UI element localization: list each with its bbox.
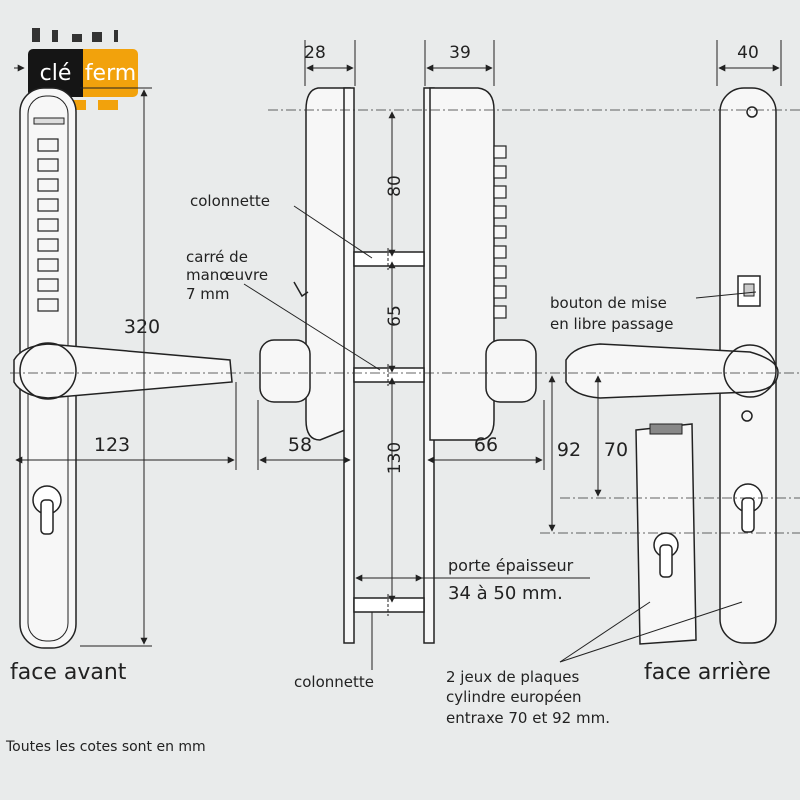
label-plaques-line2: cylindre européen: [446, 688, 582, 706]
label-bouton-line1: bouton de mise: [550, 294, 667, 312]
dim-28: 28: [304, 43, 326, 63]
leader-lines: [243, 205, 757, 670]
front-cylinder-hole: [32, 485, 62, 535]
door-icon: [32, 28, 40, 42]
dim-123: 123: [94, 434, 130, 456]
label-bouton-line2: en libre passage: [550, 315, 673, 333]
label-porte-line1: porte épaisseur: [448, 556, 574, 575]
garage-icon: [98, 100, 118, 110]
dim-130: 130: [385, 442, 405, 474]
label-plaques-line1: 2 jeux de plaques: [446, 668, 580, 686]
shield-icon: [92, 32, 102, 42]
label-face-arriere: face arrière: [644, 660, 771, 685]
keypad-header: [33, 117, 65, 125]
dim-58: 58: [288, 434, 312, 456]
colonnette-bottom: [353, 597, 425, 613]
key-icon: [114, 30, 118, 42]
handle-icon: [52, 30, 58, 42]
brand-logo: clé ferm: [28, 49, 138, 97]
label-carre-line3: 7 mm: [186, 285, 230, 303]
rear-screw-bottom: [741, 410, 753, 422]
dimension-lines: [14, 40, 782, 647]
house-icon: [72, 100, 86, 110]
rear-screw-top: [746, 106, 758, 118]
label-colonnette-bottom: colonnette: [294, 673, 374, 691]
label-face-avant: face avant: [10, 660, 127, 685]
profile-front-latch: [293, 281, 309, 298]
dim-92: 92: [557, 439, 581, 461]
dim-40: 40: [737, 43, 759, 63]
dim-320: 320: [124, 316, 160, 338]
label-unit-note: Toutes les cotes sont en mm: [5, 739, 206, 755]
profile-front-rose: [259, 339, 311, 403]
profile-rear-buttons: [493, 145, 507, 319]
dim-80: 80: [385, 175, 405, 197]
spindle-7mm: [353, 367, 425, 383]
profile-front-plate: [343, 87, 355, 644]
dim-66: 66: [474, 434, 498, 456]
brand-icons: [32, 28, 118, 42]
rear-lever-handle: [565, 343, 779, 399]
label-colonnette-top: colonnette: [190, 192, 270, 210]
face-arriere-drawing: [565, 87, 779, 645]
label-plaques-line3: entraxe 70 et 92 mm.: [446, 709, 610, 727]
keypad-buttons: [37, 138, 59, 312]
colonnette-top: [353, 251, 425, 267]
face-avant-drawing: [13, 87, 233, 649]
brand-logo-part2: ferm: [83, 49, 138, 97]
profile-front-body: [305, 87, 351, 441]
dim-65: 65: [385, 305, 405, 327]
dim-39: 39: [449, 43, 471, 63]
padlock-icon: [72, 34, 82, 42]
profile-rear-body: [429, 87, 495, 441]
side-profile-drawing: [259, 87, 537, 644]
dim-70: 70: [604, 439, 628, 461]
label-carre-line1: carré de: [186, 248, 248, 266]
label-carre-line2: manœuvre: [186, 266, 268, 284]
profile-rear-rose: [485, 339, 537, 403]
label-porte-line2: 34 à 50 mm.: [448, 583, 563, 604]
front-lever-handle: [13, 343, 233, 399]
